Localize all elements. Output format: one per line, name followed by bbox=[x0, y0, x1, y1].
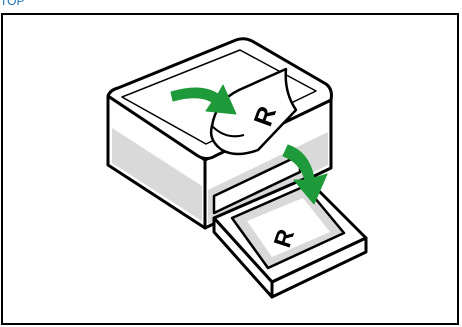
diagram-page: TOP R R bbox=[0, 0, 462, 327]
printer-illustration: R R bbox=[0, 0, 462, 327]
